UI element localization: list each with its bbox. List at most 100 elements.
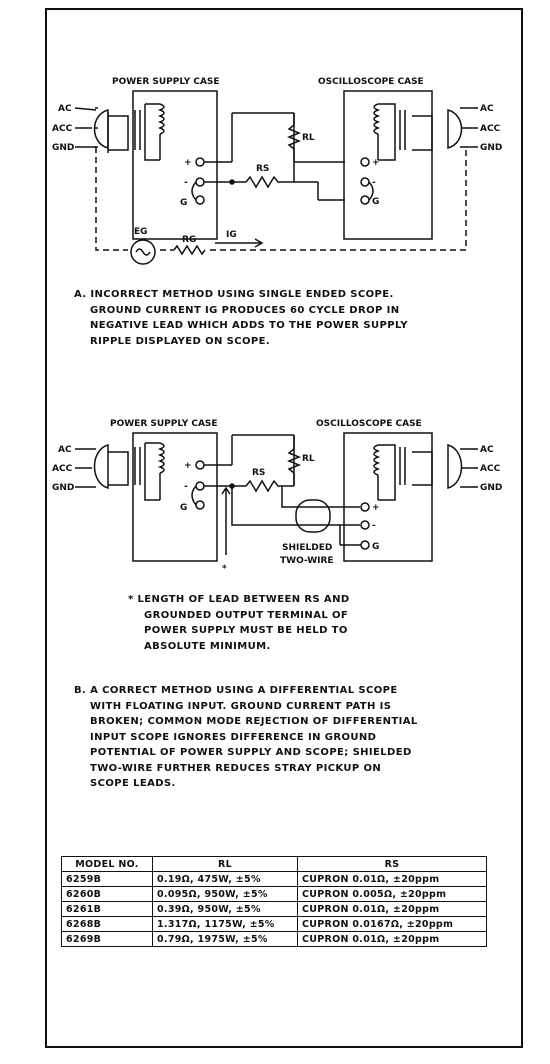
table-cell: 6259B <box>61 871 153 887</box>
scope-transformer <box>373 103 381 135</box>
table-row: 6260B 0.095Ω, 950W, ±5% CUPRON 0.005Ω, ±… <box>61 886 487 902</box>
ig-arrow <box>215 238 264 248</box>
shielded-two-wire <box>295 499 331 533</box>
two-wire-label: TWO-WIRE <box>280 556 334 566</box>
rl-label-b: RL <box>302 454 315 464</box>
table-row: 6268B 1.317Ω, 1175W, ±5% CUPRON 0.0167Ω,… <box>61 916 487 932</box>
scope-plus-terminal <box>360 157 370 167</box>
scope-acc-label-b: ACC <box>480 464 501 474</box>
model-table: MODEL NO. RL RS 6259B 0.19Ω, 475W, ±5% C… <box>61 856 487 947</box>
ps-plus-terminal <box>195 157 205 167</box>
caption-b-line: SCOPE LEADS. <box>90 778 176 789</box>
header-rs: RS <box>297 856 487 872</box>
header-model: MODEL NO. <box>61 856 153 872</box>
table-cell: CUPRON 0.01Ω, ±20ppm <box>297 901 487 917</box>
rs-resistor <box>245 175 294 189</box>
caption-a-label: A. <box>74 289 87 300</box>
table-cell: 6268B <box>61 916 153 932</box>
ps-plus-label: + <box>184 158 192 168</box>
header-rl: RL <box>152 856 298 872</box>
rl-label: RL <box>302 133 315 143</box>
table-cell: 1.317Ω, 1175W, ±5% <box>152 916 298 932</box>
ps-g-terminal <box>195 195 205 205</box>
scope-gnd-label: GND <box>480 143 502 153</box>
ac-label-b: AC <box>58 445 72 455</box>
scope-g-label-b: G <box>372 542 379 552</box>
scope-minus-label: - <box>372 178 376 188</box>
ps-g-label: G <box>180 198 187 208</box>
figure-frame <box>45 8 523 1048</box>
asterisk-label: * <box>222 564 227 574</box>
acc-label: ACC <box>52 124 73 134</box>
gnd-label: GND <box>52 143 74 153</box>
oscilloscope-case <box>343 90 433 240</box>
diagram-b: POWER SUPPLY CASE OSCILLOSCOPE CASE AC A… <box>52 419 502 574</box>
rg-label: RG <box>182 235 196 245</box>
caption-b-line: WITH FLOATING INPUT. GROUND CURRENT PATH… <box>90 700 392 712</box>
scope-minus-label-b: - <box>372 521 376 531</box>
scope-ac-label-b: AC <box>480 445 494 455</box>
caption-a-line: NEGATIVE LEAD WHICH ADDS TO THE POWER SU… <box>90 320 408 331</box>
scope-plus-label-b: + <box>372 503 380 513</box>
eg-label: EG <box>134 227 148 237</box>
diagram-a: POWER SUPPLY CASE OSCILLOSCOPE CASE AC A… <box>52 77 502 265</box>
gnd-label-b: GND <box>52 483 74 493</box>
scope-acc-label: ACC <box>480 124 501 134</box>
caption-b: B. A CORRECT METHOD USING A DIFFERENTIAL… <box>74 683 504 792</box>
power-supply-case-b <box>132 432 218 562</box>
caption-a-line: RIPPLE DISPLAYED ON SCOPE. <box>90 335 271 347</box>
ground-current-path <box>95 147 467 251</box>
power-supply-plug <box>93 109 109 149</box>
note-line: * LENGTH OF LEAD BETWEEN RS AND <box>128 594 350 605</box>
table-row: 6261B 0.39Ω, 950W, ±5% CUPRON 0.01Ω, ±20… <box>61 901 487 917</box>
caption-a-line: A. INCORRECT METHOD USING SINGLE ENDED S… <box>74 287 494 303</box>
ps-plus-label-b: + <box>184 461 192 471</box>
acc-label-b: ACC <box>52 464 73 474</box>
caption-a-text: INCORRECT METHOD USING SINGLE ENDED SCOP… <box>90 289 394 300</box>
caption-b-line: B. A CORRECT METHOD USING A DIFFERENTIAL… <box>74 685 398 696</box>
caption-b-line: INPUT SCOPE IGNORES DIFFERENCE IN GROUND <box>90 731 377 743</box>
shielded-label: SHIELDED <box>282 543 332 553</box>
note-line: POWER SUPPLY MUST BE HELD TO <box>144 625 348 636</box>
scope-plug <box>447 109 463 149</box>
caption-b-line: POTENTIAL OF POWER SUPPLY AND SCOPE; SHI… <box>90 747 412 758</box>
scope-gnd-label-b: GND <box>480 483 502 493</box>
table-row: 6259B 0.19Ω, 475W, ±5% CUPRON 0.01Ω, ±20… <box>61 871 487 887</box>
table-cell: 0.79Ω, 1975W, ±5% <box>152 931 298 947</box>
table-cell: 6261B <box>61 901 153 917</box>
table-cell: 0.095Ω, 950W, ±5% <box>152 886 298 902</box>
caption-a: A. INCORRECT METHOD USING SINGLE ENDED S… <box>74 287 494 349</box>
rs-label-b: RS <box>252 468 265 478</box>
table-cell: 6269B <box>61 931 153 947</box>
caption-b-line: BROKEN; COMMON MODE REJECTION OF DIFFERE… <box>90 716 418 727</box>
table-row: 6269B 0.79Ω, 1975W, ±5% CUPRON 0.01Ω, ±2… <box>61 931 487 947</box>
lead-length-note: * LENGTH OF LEAD BETWEEN RS AND GROUNDED… <box>128 592 508 654</box>
table-cell: CUPRON 0.01Ω, ±20ppm <box>297 871 487 887</box>
table-header-row: MODEL NO. RL RS <box>61 856 487 872</box>
table-cell: 0.19Ω, 475W, ±5% <box>152 871 298 887</box>
rl-resistor <box>286 113 302 182</box>
ps-minus-label: - <box>184 178 188 188</box>
table-cell: CUPRON 0.005Ω, ±20ppm <box>297 886 487 902</box>
scope-g-label: G <box>372 197 379 207</box>
scope-case-label-b: OSCILLOSCOPE CASE <box>316 419 422 429</box>
oscilloscope-case-b <box>343 432 433 562</box>
scope-ac-label: AC <box>480 104 494 114</box>
eg-source <box>130 239 156 265</box>
ps-case-label-b: POWER SUPPLY CASE <box>110 419 218 429</box>
scope-case-label-a: OSCILLOSCOPE CASE <box>318 77 424 87</box>
ig-label: IG <box>226 230 237 240</box>
scope-plus-label: + <box>372 158 380 168</box>
table-cell: CUPRON 0.0167Ω, ±20ppm <box>297 916 487 932</box>
ac-label: AC <box>58 104 72 114</box>
note-line: GROUNDED OUTPUT TERMINAL OF <box>144 609 349 621</box>
power-supply-transformer <box>107 112 129 153</box>
scope-g-terminal <box>360 195 370 205</box>
ps-case-label-a: POWER SUPPLY CASE <box>112 77 220 87</box>
power-supply-case <box>132 90 218 240</box>
rs-label: RS <box>256 164 269 174</box>
caption-a-line: GROUND CURRENT IG PRODUCES 60 CYCLE DROP… <box>90 304 400 316</box>
ps-g-label-b: G <box>180 503 187 513</box>
table-cell: 6260B <box>61 886 153 902</box>
caption-b-line: TWO-WIRE FURTHER REDUCES STRAY PICKUP ON <box>90 762 382 774</box>
